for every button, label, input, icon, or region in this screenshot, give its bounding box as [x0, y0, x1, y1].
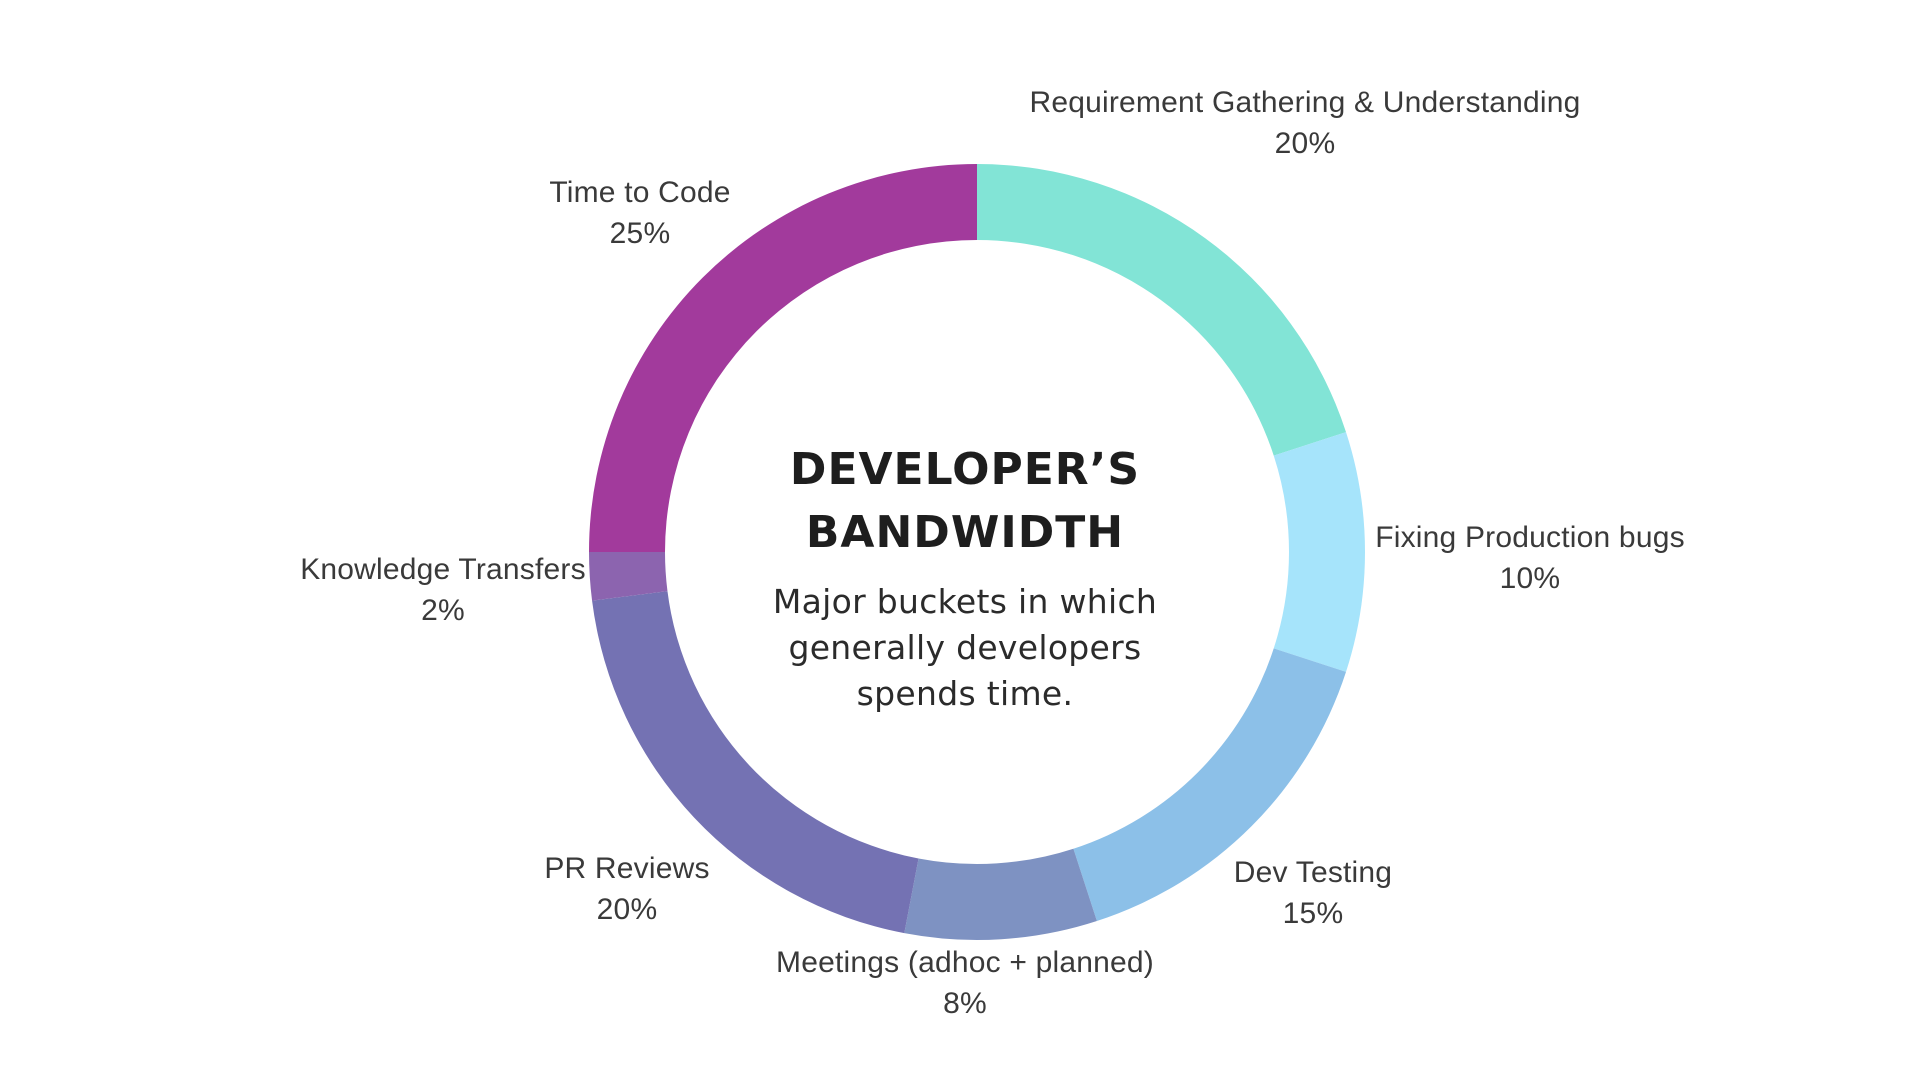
- segment-label-knowledge-transfers: Knowledge Transfers 2%: [300, 549, 586, 631]
- pie-segment-fixing-production-bugs: [1273, 432, 1366, 672]
- segment-label-text: Requirement Gathering & Understanding: [1029, 86, 1581, 119]
- chart-subtitle: Major buckets in which generally develop…: [772, 582, 1158, 713]
- segment-label-dev-testing: Dev Testing 15%: [1234, 852, 1392, 934]
- segment-label-text: Meetings (adhoc + planned): [776, 946, 1154, 979]
- segment-label-text: Knowledge Transfers: [300, 553, 586, 586]
- segment-label-time-to-code: Time to Code 25%: [549, 172, 730, 254]
- segment-label-percent: 2%: [421, 594, 465, 627]
- chart-title: DEVELOPER’S BANDWIDTH: [789, 444, 1141, 558]
- pie-segment-requirement-gathering-understanding: [977, 164, 1347, 456]
- segment-label-text: Fixing Production bugs: [1375, 521, 1685, 554]
- segment-label-pr-reviews: PR Reviews 20%: [544, 848, 709, 930]
- pie-segment-dev-testing: [1073, 648, 1347, 922]
- segment-label-meetings-adhoc-planned: Meetings (adhoc + planned) 8%: [776, 942, 1154, 1024]
- segment-label-percent: 20%: [596, 893, 658, 926]
- pie-segment-meetings-adhoc-planned: [904, 848, 1097, 941]
- segment-label-text: PR Reviews: [544, 852, 710, 885]
- pie-segment-pr-reviews: [592, 591, 919, 934]
- segment-label-percent: 25%: [609, 217, 671, 250]
- segment-label-percent: 20%: [1274, 127, 1336, 160]
- pie-segment-knowledge-transfers: [589, 552, 668, 601]
- pie-segment-time-to-code: [589, 164, 977, 552]
- segment-label-text: Time to Code: [549, 176, 731, 209]
- segment-label-fixing-production-bugs: Fixing Production bugs 10%: [1375, 517, 1685, 599]
- segment-label-percent: 8%: [943, 987, 987, 1020]
- segment-label-text: Dev Testing: [1233, 856, 1393, 889]
- segment-label-percent: 15%: [1282, 897, 1344, 930]
- segment-label-percent: 10%: [1499, 562, 1561, 595]
- segment-label-requirement-gathering-understanding: Requirement Gathering & Understanding 20%: [1029, 82, 1580, 164]
